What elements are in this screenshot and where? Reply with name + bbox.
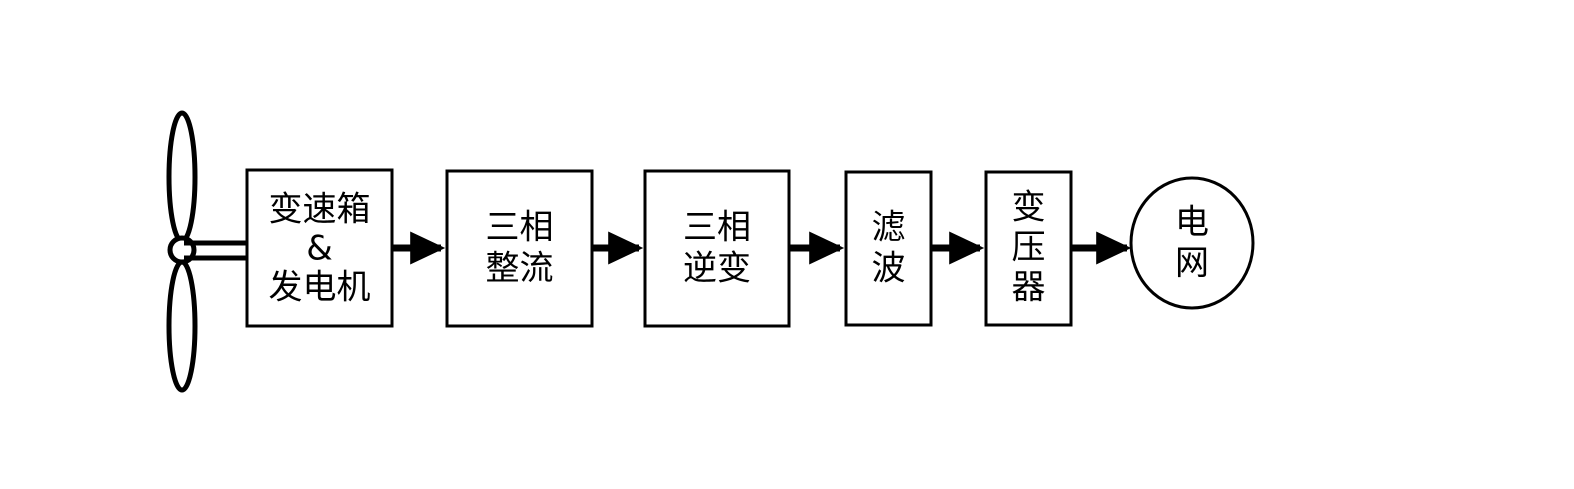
- block-transformer-line2: 压: [1012, 228, 1046, 268]
- block-three-phase-inverter-line1: 三相: [683, 208, 751, 248]
- block-filter-line2: 波: [872, 249, 906, 289]
- drive-shaft-connector: [184, 240, 249, 261]
- block-gearbox-generator-outline: [245, 168, 394, 328]
- block-three-phase-inverter-line2: 逆变: [683, 249, 751, 289]
- block-transformer[interactable]: 变 压 器: [984, 170, 1073, 327]
- block-three-phase-inverter[interactable]: 三相 逆变: [643, 169, 791, 328]
- block-filter-line1: 滤: [872, 208, 906, 248]
- node-power-grid-outline: [1129, 176, 1255, 310]
- block-gearbox-generator[interactable]: 变速箱 & 发电机: [245, 168, 394, 328]
- block-three-phase-rectifier[interactable]: 三相 整流: [445, 169, 594, 328]
- block-three-phase-inverter-outline: [643, 169, 791, 328]
- block-gearbox-generator-line2: &: [306, 229, 333, 269]
- block-three-phase-rectifier-line1: 三相: [486, 208, 554, 248]
- node-power-grid-line1: 电: [1175, 203, 1209, 243]
- block-transformer-line1: 变: [1012, 188, 1046, 228]
- node-power-grid-line2: 网: [1175, 244, 1209, 284]
- turbine-blade-lower-icon: [166, 259, 198, 393]
- block-three-phase-rectifier-line2: 整流: [486, 249, 554, 289]
- node-power-grid[interactable]: 电 网: [1129, 176, 1255, 310]
- block-filter[interactable]: 滤 波: [844, 170, 933, 327]
- block-gearbox-generator-line3: 发电机: [269, 268, 371, 308]
- block-transformer-outline: [984, 170, 1073, 327]
- wind-turbine-group[interactable]: [166, 110, 198, 393]
- block-gearbox-generator-line1: 变速箱: [269, 190, 371, 230]
- turbine-blade-upper-icon: [166, 110, 198, 244]
- block-transformer-line3: 器: [1012, 268, 1046, 308]
